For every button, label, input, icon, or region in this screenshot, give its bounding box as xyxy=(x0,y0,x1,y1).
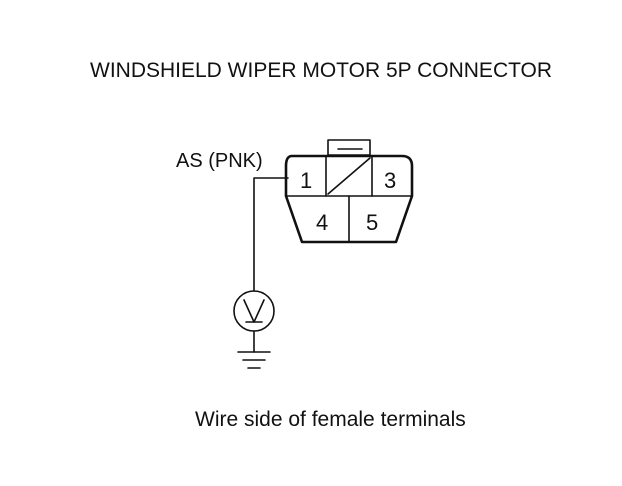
wire-label: AS (PNK) xyxy=(176,150,263,172)
blocked-cavity-slash xyxy=(327,157,371,195)
diagram-title: WINDSHIELD WIPER MOTOR 5P CONNECTOR xyxy=(90,59,552,82)
voltmeter-icon xyxy=(233,290,275,332)
diagram-caption: Wire side of female terminals xyxy=(195,408,466,431)
connector: 1 3 4 5 xyxy=(284,139,414,244)
probe-wire xyxy=(253,177,289,292)
pin-4-label: 4 xyxy=(316,210,328,235)
pin-5-label: 5 xyxy=(366,210,378,235)
connector-housing xyxy=(284,154,414,244)
connector-latch xyxy=(327,139,371,156)
ground-icon xyxy=(237,351,271,369)
pin-3-label: 3 xyxy=(384,168,396,193)
pin-1-label: 1 xyxy=(300,168,312,193)
